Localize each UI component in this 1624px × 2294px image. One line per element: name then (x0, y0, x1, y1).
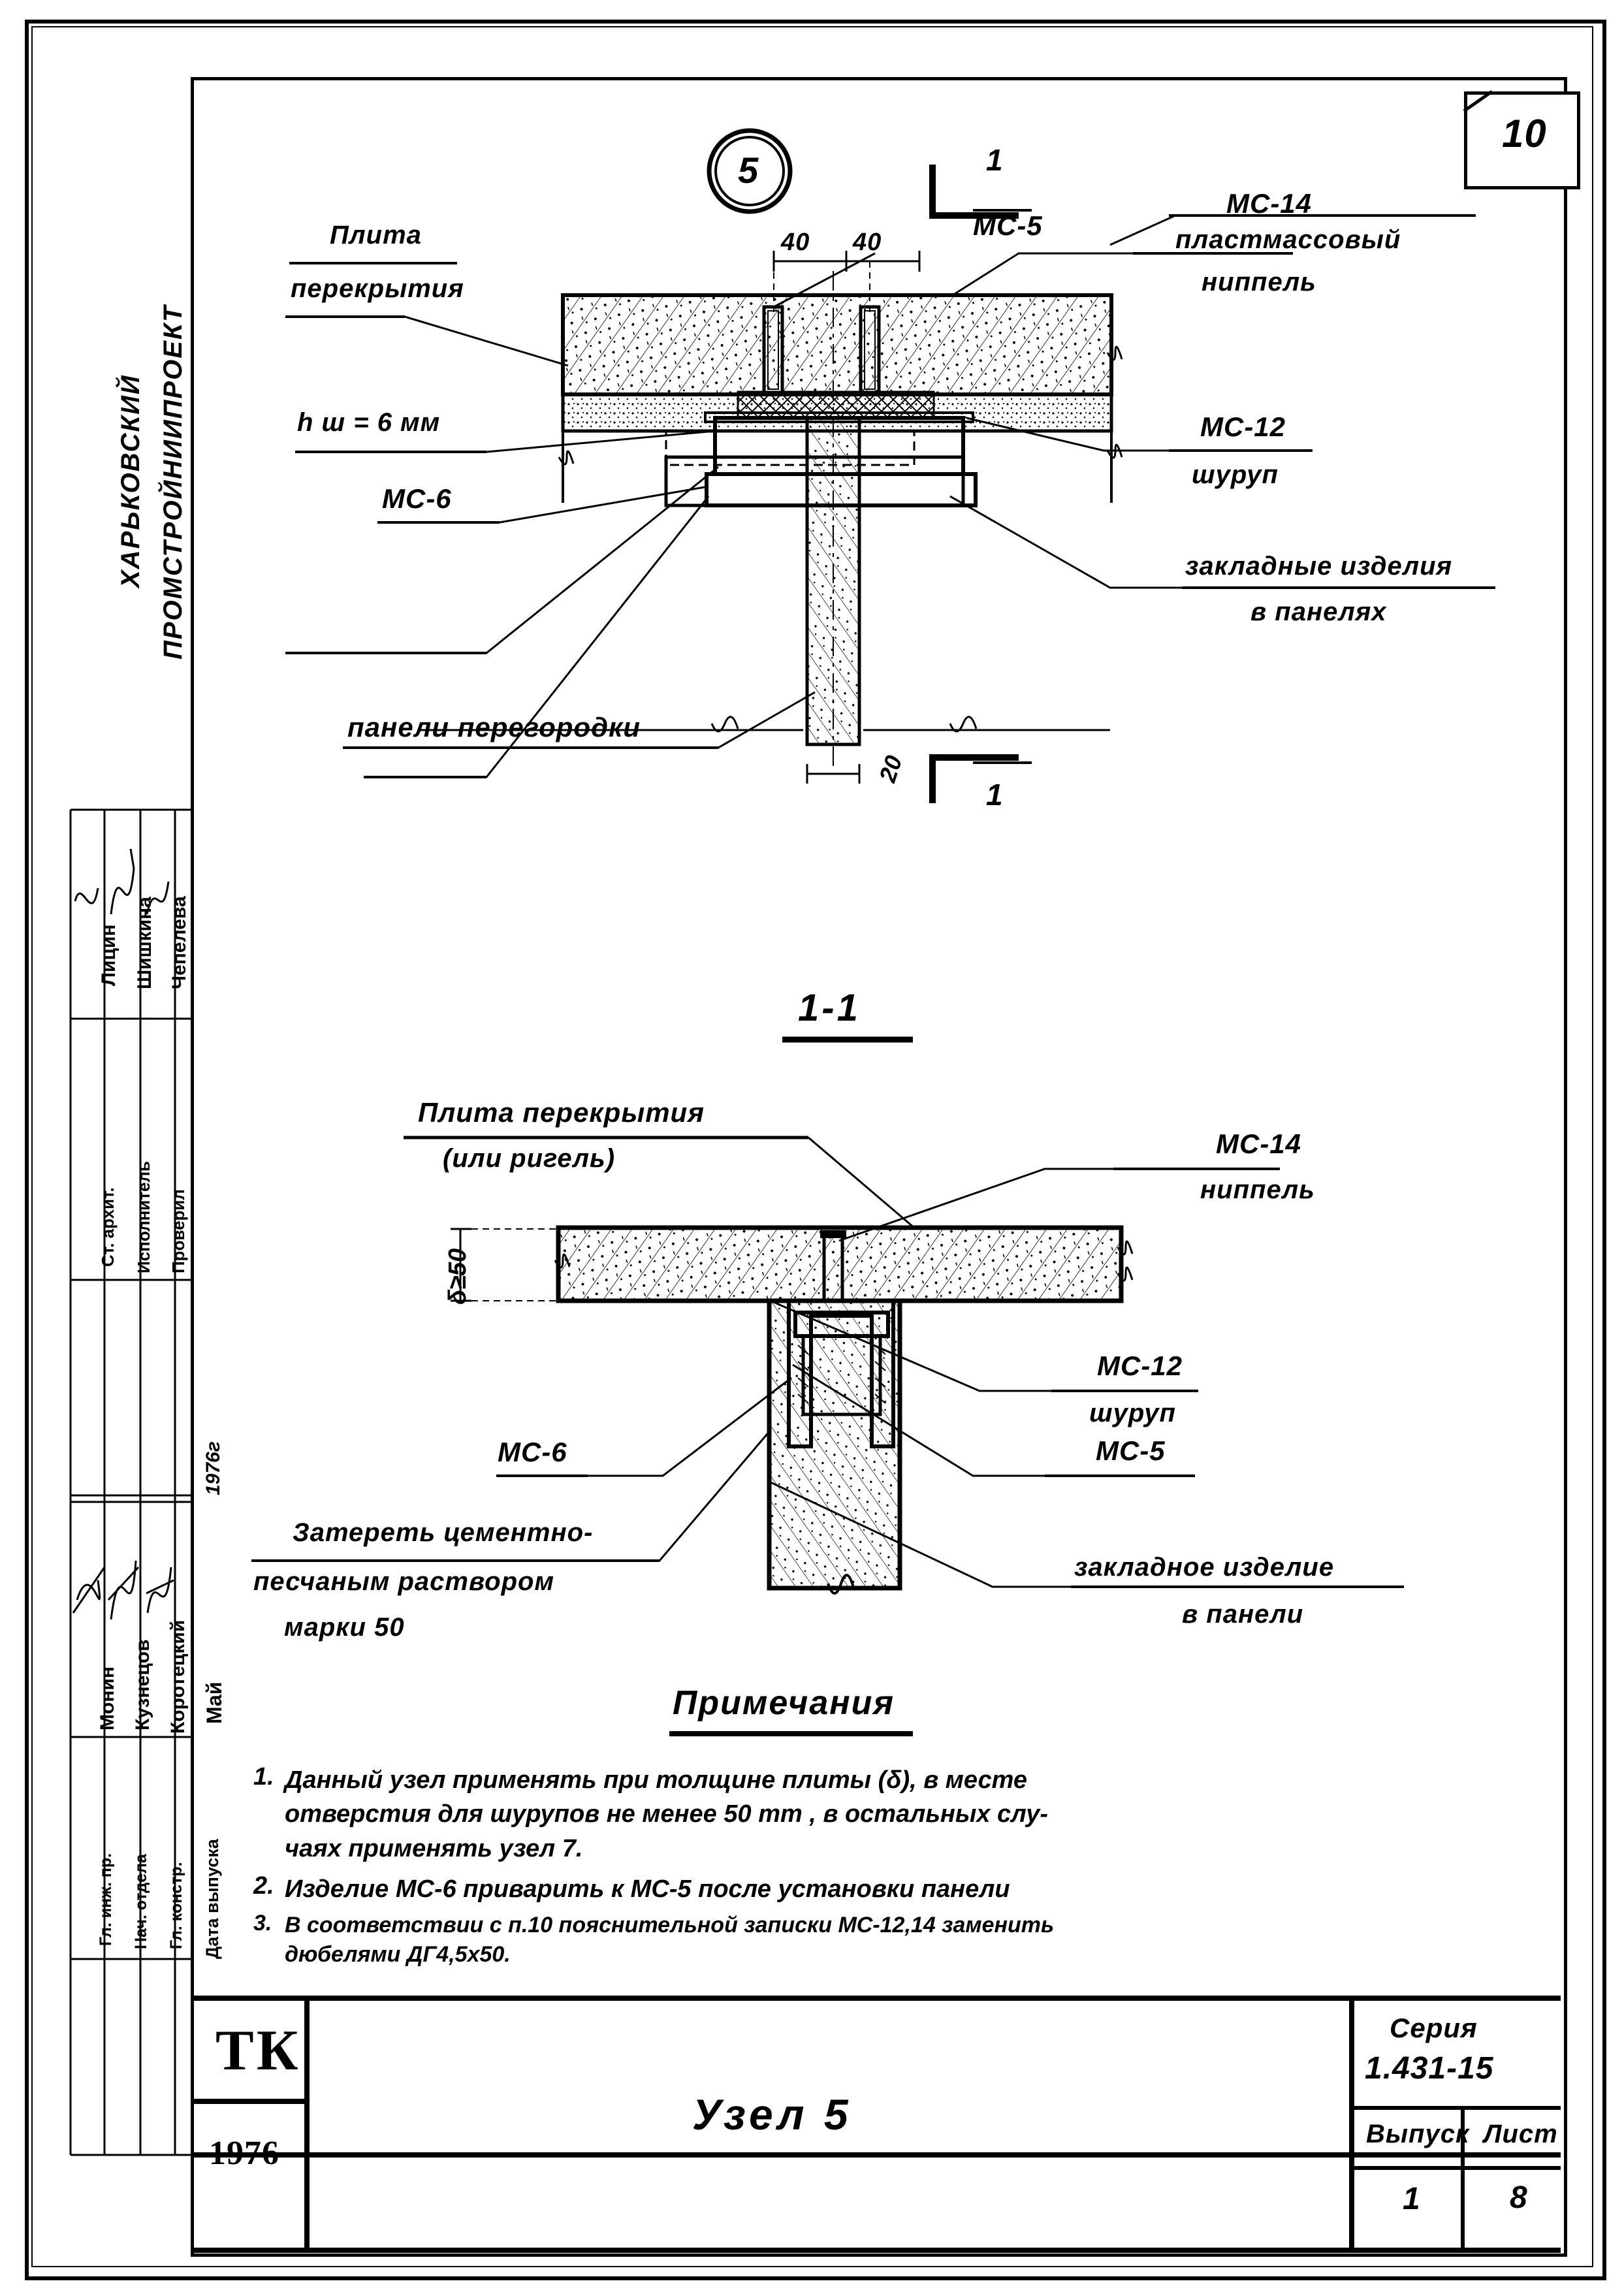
label-mc12-section: МС-12 (1097, 1350, 1183, 1381)
note-number: 1. (253, 1763, 274, 1791)
label-grout-line2: песчаным раствором (253, 1567, 555, 1596)
note-item: 1. Данный узел применять при толщине пли… (253, 1763, 1533, 1866)
label-mc12-top: МС-12 (1200, 411, 1286, 442)
note-number: 3. (253, 1910, 272, 1936)
label-mc14-top: МС-14 (1226, 188, 1313, 219)
note-item: 2. Изделие МС-6 приварить к МС-5 после у… (253, 1872, 1533, 1906)
label-mc5-top: МС-5 (973, 210, 1043, 241)
issue-value: 1 (1403, 2182, 1421, 2216)
issue-label: Выпуск (1366, 2120, 1470, 2148)
page-number-box (1464, 91, 1580, 189)
sheet-label: Лист (1484, 2120, 1558, 2148)
label-plate-top-line2: перекрытия (291, 274, 464, 303)
dim-40-right: 40 (853, 229, 882, 256)
note-line: Изделие МС-6 приварить к МС-5 после уста… (285, 1875, 1010, 1904)
label-embed-line2-top: в панелях (1250, 597, 1387, 626)
section-title: 1-1 (798, 987, 861, 1029)
sheet-frame-outer (25, 20, 1606, 2280)
notes-title: Примечания (673, 1684, 895, 1722)
label-mc14-section: МС-14 (1216, 1128, 1302, 1159)
note-line: дюбелями ДГ4,5х50. (285, 1942, 511, 1967)
note-line: отверстия для шурупов не менее 50 mm , в… (285, 1800, 1049, 1828)
drawing-name: Узел 5 (692, 2090, 852, 2139)
sheet-frame-inner (31, 26, 1593, 2267)
stamp-tk: ТК (215, 2019, 301, 2082)
label-mc14-desc1-top: пластмассовый (1175, 225, 1401, 254)
label-embed-line1-top: закладные изделия (1185, 552, 1453, 581)
label-mc12-desc-section: шуруп (1089, 1399, 1176, 1427)
label-grout-line3: марки 50 (284, 1613, 405, 1642)
note-item: 3. В соответствии с п.10 пояснительной з… (253, 1911, 1533, 1970)
label-mc12-desc-top: шуруп (1192, 460, 1279, 489)
label-mc14-desc2-top: ниппель (1202, 268, 1316, 296)
note-line: чаях применять узел 7. (285, 1834, 583, 1862)
label-mc6-section: МС-6 (498, 1437, 567, 1467)
label-plate-section-line2: (или ригель) (443, 1144, 616, 1173)
stamp-year: 1976 (209, 2135, 279, 2172)
label-plate-section-line1: Плита перекрытия (418, 1097, 705, 1128)
dim-40-left: 40 (781, 229, 810, 256)
label-mc6-top: МС-6 (382, 483, 452, 514)
note-line: Данный узел применять при толщине плиты … (285, 1766, 1028, 1794)
note-line: В соответствии с п.10 пояснительной запи… (285, 1912, 1055, 1937)
label-embed-section-line2: в панели (1182, 1600, 1304, 1629)
notes-list: 1. Данный узел применять при толщине пли… (253, 1763, 1533, 1970)
series-label: Серия (1390, 2013, 1478, 2043)
label-mc14-desc-section: ниппель (1200, 1175, 1315, 1204)
note-number: 2. (253, 1872, 274, 1900)
section-mark-bottom-label: 1 (986, 778, 1004, 812)
sheet-value: 8 (1510, 2180, 1528, 2215)
drawing-border (191, 77, 1567, 2257)
label-weld-thickness: h ш = 6 мм (297, 408, 441, 437)
label-grout-line1: Затереть цементно- (293, 1518, 594, 1547)
label-plate-top-line1: Плита (330, 221, 422, 249)
label-embed-section-line1: закладное изделие (1074, 1553, 1335, 1582)
label-partition-top: панели перегородки (347, 712, 641, 742)
page-number: 10 (1502, 112, 1547, 155)
label-mc5-section: МС-5 (1096, 1435, 1166, 1466)
section-mark-top-label: 1 (986, 143, 1004, 177)
series-value: 1.431-15 (1365, 2051, 1494, 2086)
detail-marker-number: 5 (738, 150, 759, 191)
